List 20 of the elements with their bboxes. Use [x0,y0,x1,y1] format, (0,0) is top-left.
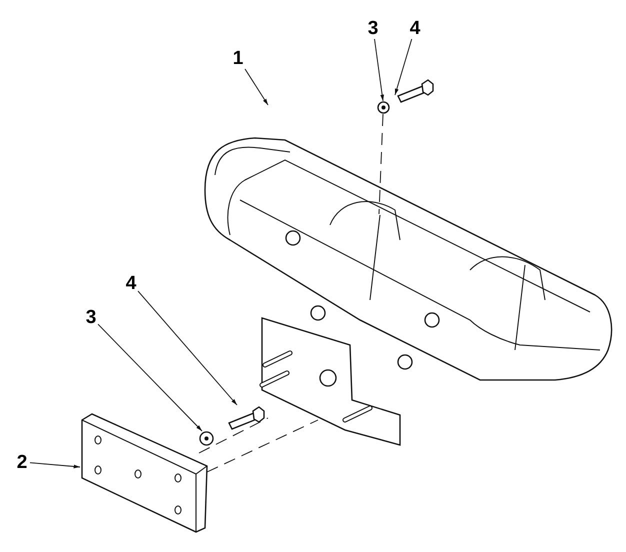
leader-line [98,324,202,432]
callout-number: 4 [124,272,138,294]
plate-drawing [80,412,208,534]
leader-line [30,462,80,468]
callout-number: 3 [366,17,380,39]
callout-number: 2 [14,451,30,473]
leader-line [394,38,412,96]
washer-drawing [199,431,214,446]
leader-line [138,290,238,406]
callout-number: 4 [408,17,422,39]
bolt-drawing [226,405,266,431]
washer-drawing [377,101,390,114]
callout-number: 3 [84,306,98,328]
center-line [378,114,384,214]
callout-number: 1 [230,47,246,69]
center-line [198,418,268,454]
leader-line [244,68,268,106]
bolt-drawing [395,78,435,104]
center-line [206,420,318,472]
leader-line [374,38,384,102]
